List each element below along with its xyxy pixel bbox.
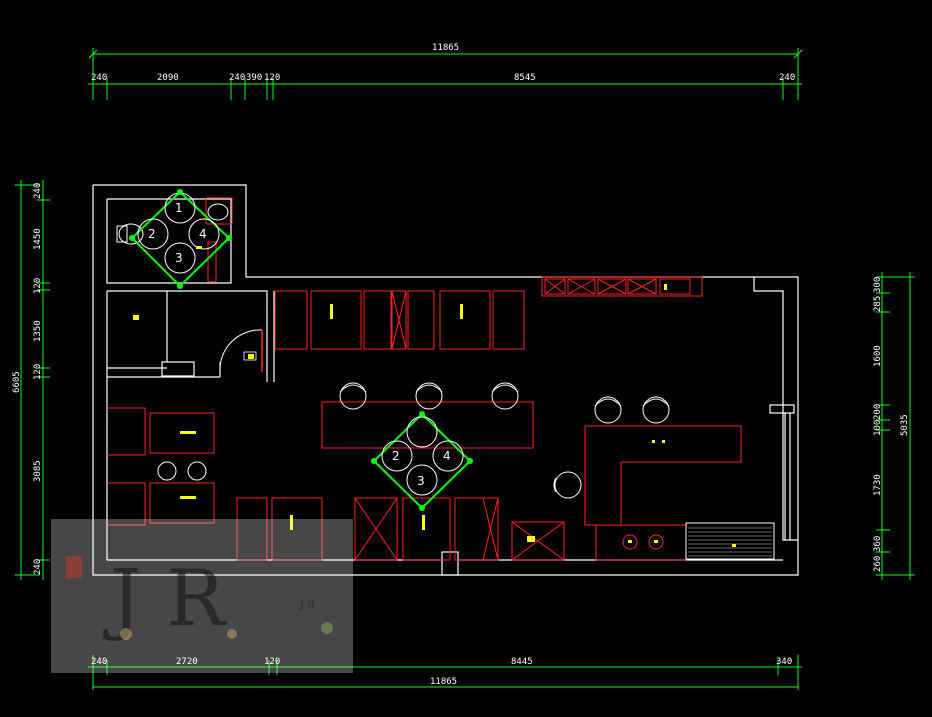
dim-top-seg-6: 8545 bbox=[514, 73, 536, 83]
dim-top-seg-4: 390 bbox=[246, 73, 262, 83]
door-swing bbox=[219, 329, 263, 373]
dim-top-overall: 11865 bbox=[432, 43, 459, 53]
dim-bottom-seg-5: 340 bbox=[776, 657, 792, 667]
watermark-logo: J R J R bbox=[51, 519, 353, 673]
seat-number-4a: 4 bbox=[199, 227, 207, 241]
dim-right-seg-8: 260 bbox=[873, 556, 883, 572]
dim-top-seg-1: 240 bbox=[91, 73, 107, 83]
dim-right-seg-5: 100 bbox=[873, 420, 883, 436]
walls bbox=[92, 184, 799, 576]
seat-number-3a: 3 bbox=[175, 251, 183, 265]
dim-bottom-seg-3: 120 bbox=[264, 657, 280, 667]
dim-right-seg-2: 285 bbox=[873, 296, 883, 312]
dim-right-seg-7: 360 bbox=[873, 536, 883, 552]
dim-left-seg-4: 1350 bbox=[33, 320, 43, 342]
round-table-dining bbox=[371, 411, 473, 511]
dim-top-seg-7: 240 bbox=[779, 73, 795, 83]
watermark-small-text: J R bbox=[299, 600, 315, 611]
door-leaf bbox=[243, 351, 257, 361]
bathroom-fixtures bbox=[116, 203, 229, 245]
seat-number-1a: 1 bbox=[175, 201, 183, 215]
furniture bbox=[107, 197, 742, 561]
dim-bottom-seg-4: 8445 bbox=[511, 657, 533, 667]
seat-number-3b: 3 bbox=[417, 474, 425, 488]
dimension-lines bbox=[15, 48, 915, 690]
seat-number-2b: 2 bbox=[392, 449, 400, 463]
stools bbox=[157, 382, 670, 499]
dim-top-seg-3: 240 bbox=[229, 73, 245, 83]
dim-left-seg-7: 240 bbox=[33, 559, 43, 575]
room-label-marks bbox=[133, 246, 736, 547]
dim-right-seg-4: 200 bbox=[873, 404, 883, 420]
seat-number-2a: 2 bbox=[148, 227, 156, 241]
dim-top-seg-5: 120 bbox=[264, 73, 280, 83]
dim-bottom-seg-2: 2720 bbox=[176, 657, 198, 667]
dim-right-overall: 5035 bbox=[900, 414, 910, 436]
dim-left-seg-6: 3085 bbox=[33, 460, 43, 482]
round-table-bathroom bbox=[129, 189, 232, 289]
dim-left-seg-3: 120 bbox=[33, 278, 43, 294]
dim-bottom-seg-1: 240 bbox=[91, 657, 107, 667]
dim-left-overall: 6605 bbox=[12, 371, 22, 393]
dim-top-seg-2: 2090 bbox=[157, 73, 179, 83]
dim-right-seg-6: 1730 bbox=[873, 474, 883, 496]
dim-left-seg-2: 1450 bbox=[33, 228, 43, 250]
dim-bottom-overall: 11865 bbox=[430, 677, 457, 687]
dim-right-seg-1: 300 bbox=[873, 277, 883, 293]
seat-number-4b: 4 bbox=[443, 449, 451, 463]
shelf-unit bbox=[685, 522, 775, 560]
dim-left-seg-5: 120 bbox=[33, 364, 43, 380]
dim-right-seg-3: 1600 bbox=[873, 345, 883, 367]
dim-left-seg-1: 240 bbox=[33, 183, 43, 199]
